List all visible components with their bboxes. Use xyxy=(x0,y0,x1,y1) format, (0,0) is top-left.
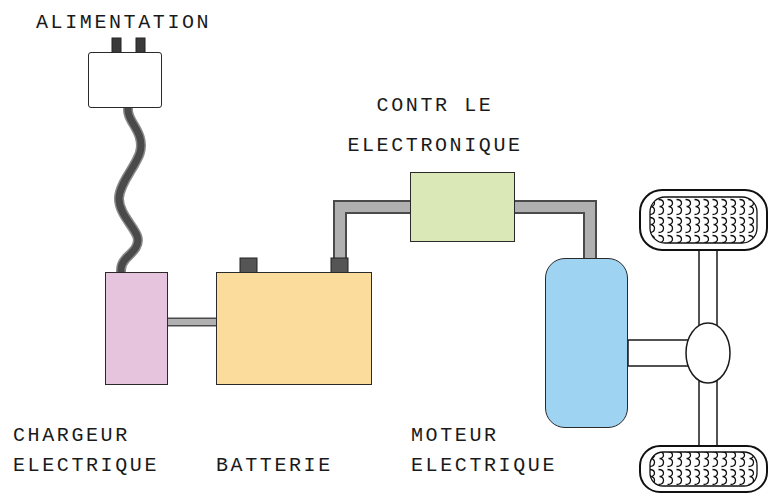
tire-tread xyxy=(650,452,757,486)
node-label: CONTR LE ELECTRONIQUE xyxy=(335,86,535,166)
charger-box: CHARGEUR ELECTRIQUE xyxy=(105,272,168,385)
node-label: BATTERIE xyxy=(216,451,376,481)
tire-tread xyxy=(650,197,757,243)
node-label: CHARGEUR ELECTRIQUE xyxy=(13,421,173,481)
power-plug: ALIMENTATION xyxy=(88,52,162,108)
node-label: ALIMENTATION xyxy=(36,11,256,35)
plug-prong xyxy=(112,38,121,53)
connector-group xyxy=(515,207,590,258)
connector xyxy=(168,319,216,325)
differential xyxy=(686,323,730,383)
connector xyxy=(340,207,410,272)
connector-group xyxy=(340,207,410,272)
node-label: MOTEUR ELECTRIQUE xyxy=(411,421,581,481)
battery-terminal xyxy=(240,258,257,273)
motor-box: MOTEUR ELECTRIQUE xyxy=(545,258,628,428)
wheel xyxy=(640,190,767,250)
plug-prong xyxy=(136,38,145,53)
connector xyxy=(515,207,590,258)
tire xyxy=(640,446,767,492)
battery-box: BATTERIE xyxy=(216,272,372,385)
controller-box: CONTR LE ELECTRONIQUE xyxy=(410,172,515,242)
battery-terminal xyxy=(331,258,348,273)
connector-group xyxy=(168,322,216,323)
connector-group xyxy=(119,108,141,272)
connector-outline xyxy=(515,207,590,258)
drive-shaft xyxy=(628,340,692,366)
connector-outline xyxy=(340,207,410,272)
wheel xyxy=(640,446,767,492)
connector xyxy=(119,108,141,272)
tire xyxy=(640,190,767,250)
connector-outline xyxy=(119,108,141,272)
connector-outline xyxy=(168,318,216,327)
